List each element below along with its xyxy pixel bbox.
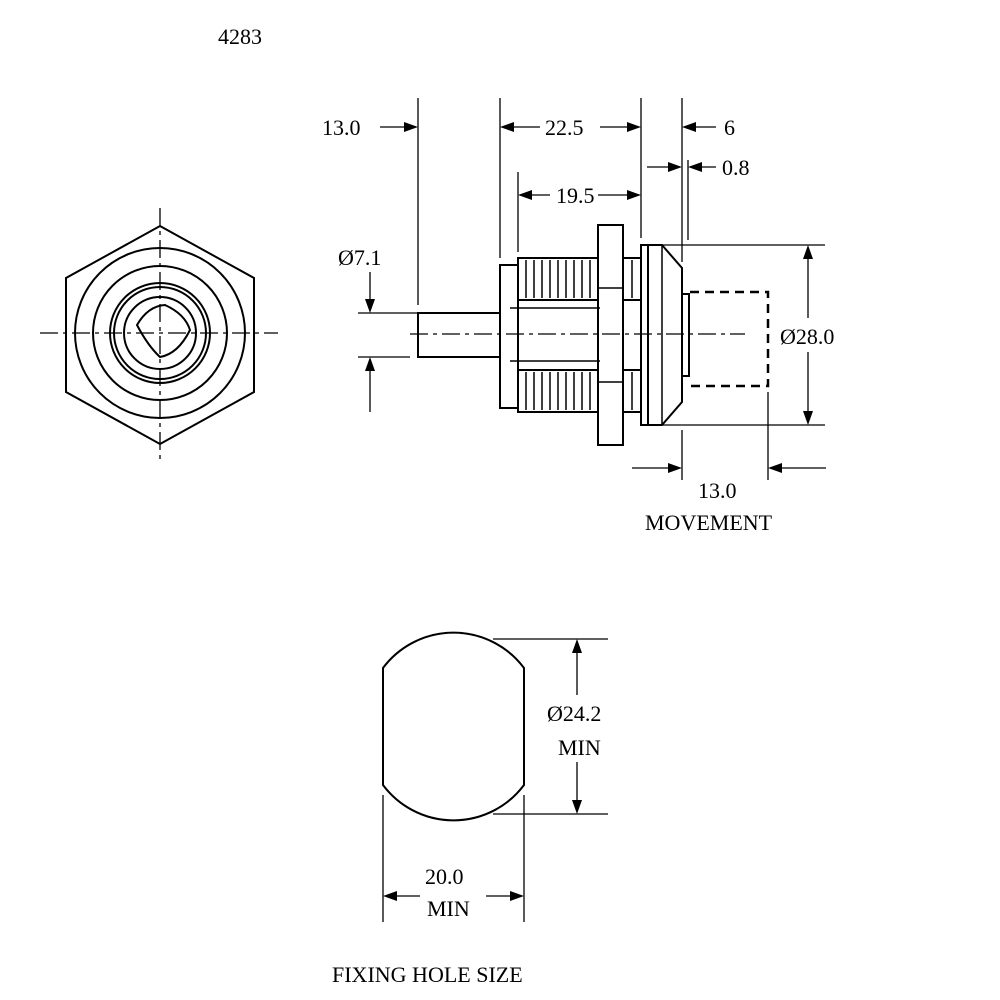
dim-body-length: 22.5 xyxy=(545,115,584,140)
side-view xyxy=(410,224,770,446)
flange-inner-circle xyxy=(92,265,228,401)
dim-hole-diameter: Ø24.2 xyxy=(547,701,601,726)
fixing-hole-caption: FIXING HOLE SIZE xyxy=(332,962,523,987)
part-number: 4283 xyxy=(218,24,262,49)
fixing-hole: Ø24.2 MIN 20.0 MIN xyxy=(382,631,608,922)
side-view-dimensions: 13.0 22.5 6 0.8 19.5 Ø7.1 xyxy=(322,98,834,535)
dim-hole-width: 20.0 xyxy=(425,864,464,889)
dim-flange-diameter: Ø28.0 xyxy=(780,324,834,349)
plug-middle-circle xyxy=(113,286,207,380)
movement-envelope xyxy=(690,290,770,388)
flange-head xyxy=(647,244,683,426)
thread-upper-lines xyxy=(525,260,591,298)
dim-shaft-diameter: Ø7.1 xyxy=(338,245,381,270)
plug-inner-circle xyxy=(123,296,197,370)
dim-movement-label: MOVEMENT xyxy=(645,510,773,535)
body-back-cap xyxy=(499,264,519,409)
hex-nut-outline xyxy=(65,224,255,446)
flange-outer-circle xyxy=(74,247,246,419)
dim-hole-width-qualifier: MIN xyxy=(427,896,470,921)
thread-lower-lines xyxy=(525,372,591,410)
dim-shaft-length: 13.0 xyxy=(322,115,361,140)
dim-thread-length: 19.5 xyxy=(556,183,595,208)
shaft xyxy=(417,312,501,358)
triangular-keyway-icon xyxy=(135,303,192,359)
front-view xyxy=(40,208,278,463)
dim-washer-thickness: 0.8 xyxy=(722,155,750,180)
plug-face xyxy=(681,293,690,377)
plug-outer-circle xyxy=(109,282,211,384)
dim-movement-value: 13.0 xyxy=(698,478,737,503)
dim-flange-thickness: 6 xyxy=(724,115,735,140)
dim-hole-diameter-qualifier: MIN xyxy=(558,735,601,760)
washer xyxy=(640,244,649,426)
hex-nut-side xyxy=(597,224,624,446)
fixing-hole-outline xyxy=(382,631,525,822)
